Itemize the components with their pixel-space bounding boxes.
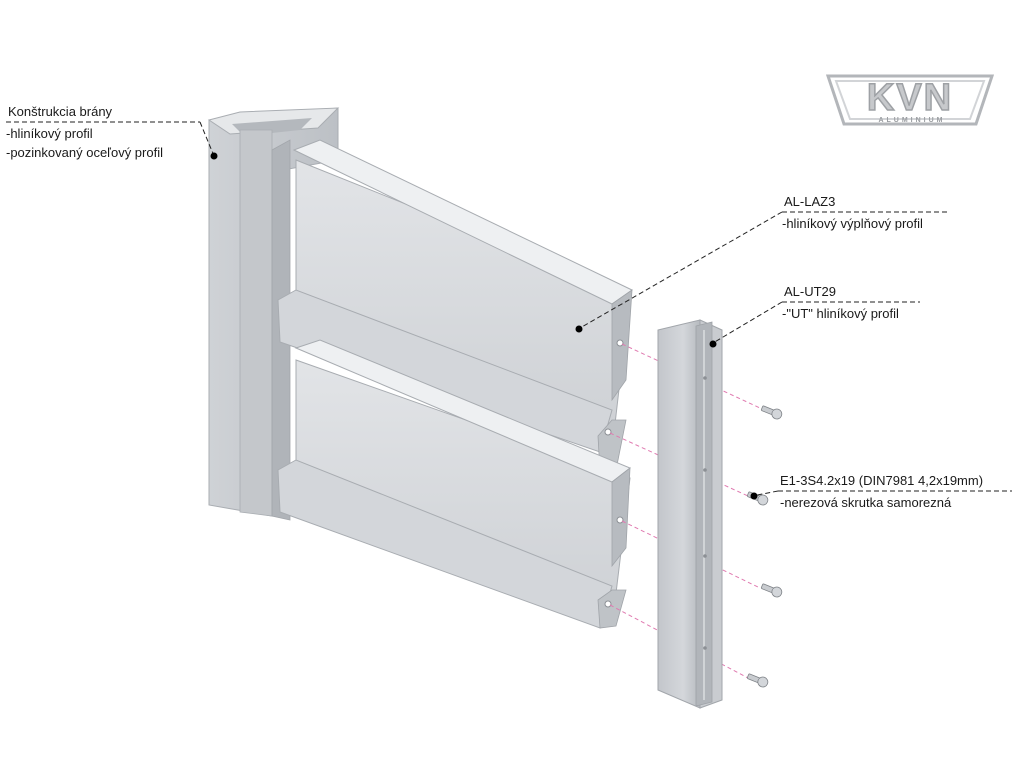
callout-ut29-line-1: -"UT" hliníkový profil xyxy=(782,306,899,321)
leader-lines xyxy=(6,121,1012,497)
callout-frame-line-2: -pozinkovaný oceľový profil xyxy=(6,145,163,160)
callout-frame-line-1: -hliníkový profil xyxy=(6,126,93,141)
callout-screw-line-1: -nerezová skrutka samorezná xyxy=(780,495,952,510)
laz3-panel-top xyxy=(277,139,633,473)
callout-laz3-line-1: -hliníkový výplňový profil xyxy=(782,216,923,231)
logo-text: KVN xyxy=(867,77,953,119)
callout-laz3-title: AL-LAZ3 xyxy=(784,194,836,209)
laz3-panel-bottom xyxy=(277,339,631,629)
screw-icon xyxy=(746,405,783,688)
kvn-aluminium-logo: KVN ALUMINIUM xyxy=(826,74,994,126)
logo-subtext: ALUMINIUM xyxy=(878,117,945,124)
callout-screw-title: E1-3S4.2x19 (DIN7981 4,2x19mm) xyxy=(780,473,984,488)
panel-screw-holes xyxy=(604,339,624,608)
callout-ut29-title: AL-UT29 xyxy=(784,284,837,299)
ut29-profile xyxy=(657,319,723,709)
leader-dots xyxy=(210,152,758,500)
callout-frame-title: Konštrukcia brány xyxy=(8,104,113,119)
